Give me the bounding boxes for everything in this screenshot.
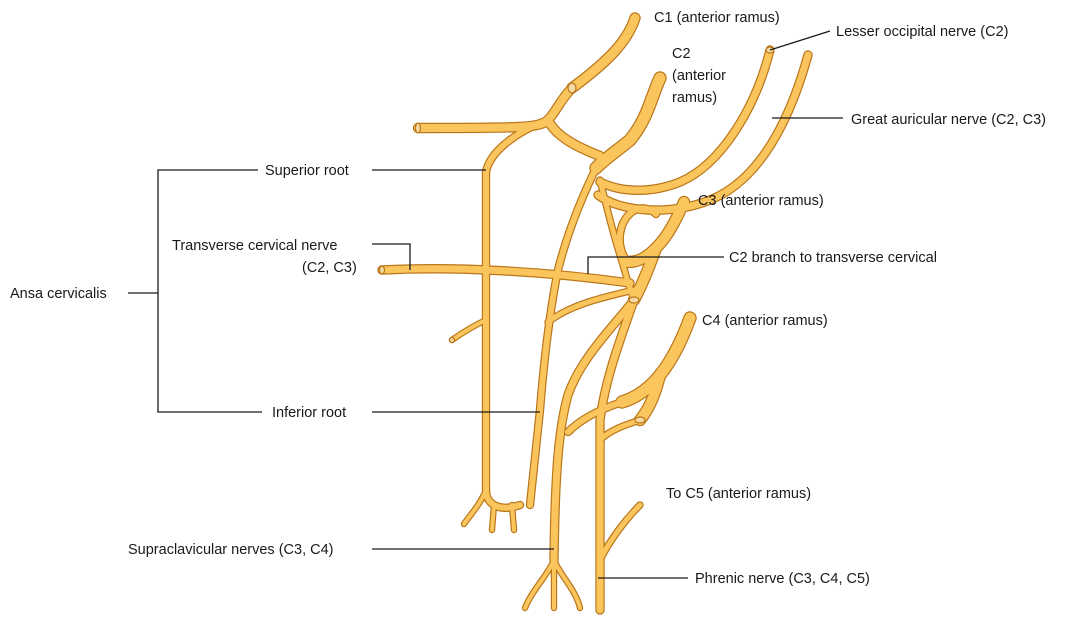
label-great-auricular-nerve: Great auricular nerve (C2, C3) [851,112,1046,128]
label-phrenic-nerve: Phrenic nerve (C3, C4, C5) [695,571,870,587]
nerve-supra-branch-3 [554,560,580,608]
label-c2-line1: C2 [672,46,691,62]
nerve-c4-to-phrenic [600,420,640,440]
ansa-bracket [128,170,262,412]
label-c2-line3: ramus) [672,90,717,106]
label-c2-line2: (anterior [672,68,726,84]
label-to-c5: To C5 (anterior ramus) [666,486,811,502]
nerve-supra-branch-1 [525,560,554,608]
label-c1-anterior-ramus: C1 (anterior ramus) [654,10,780,26]
nerve-phrenic-trunk [600,300,634,610]
nerve-small-left-twig [452,320,486,340]
leader-lesser-occipital [770,31,830,50]
nerve-cap-c4-root [635,417,645,423]
nerve-cap-transverse [380,266,385,274]
nerve-cap-c1-root [568,83,576,93]
nerve-inf-root-end-3 [512,505,514,530]
label-c2-branch-transverse: C2 branch to transverse cervical [729,250,937,266]
nerve-cap-c1-loop [416,123,421,133]
nerve-transverse-cervical [382,269,630,283]
nerve-superior-root-main-outline [530,160,600,505]
nerve-cap-small-twig [450,338,455,343]
nerve-superior-root-main [530,160,600,505]
label-c3-anterior-ramus: C3 (anterior ramus) [698,193,824,209]
label-lesser-occipital-nerve: Lesser occipital nerve (C2) [836,24,1008,40]
label-c4-anterior-ramus: C4 (anterior ramus) [702,313,828,329]
nerve-c1-loop-down [548,120,600,156]
nerve-c2-ramus [596,78,660,168]
label-supraclavicular-nerves: Supraclavicular nerves (C3, C4) [128,542,334,558]
nerve-inf-root-end-1 [464,490,486,524]
label-superior-root: Superior root [265,163,349,179]
label-inferior-root: Inferior root [272,405,346,421]
label-transverse-cervical-line1: Transverse cervical nerve [172,238,337,254]
label-ansa-cervicalis: Ansa cervicalis [10,286,107,302]
nerve-inf-root-end-2 [492,505,494,530]
nerve-cap-c3-root [629,297,639,303]
label-transverse-cervical-line2: (C2, C3) [302,260,357,276]
